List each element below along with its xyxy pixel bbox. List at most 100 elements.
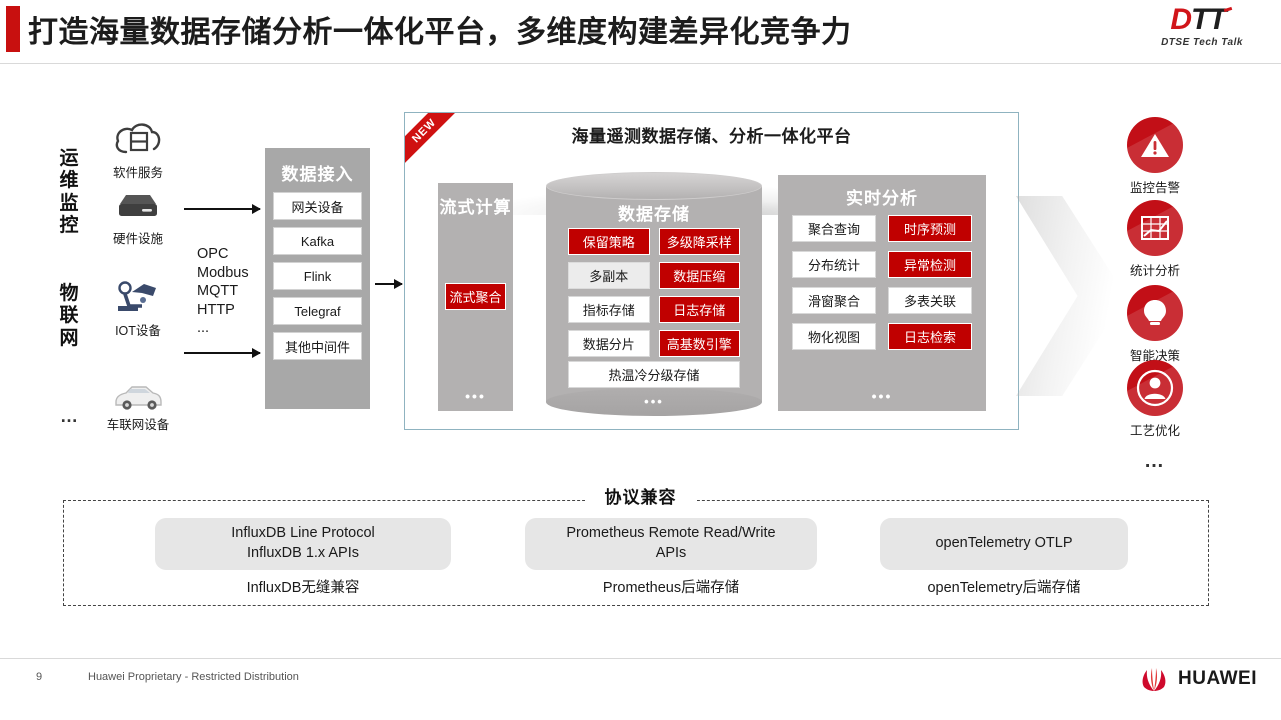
warning-triangle-icon xyxy=(1127,117,1183,173)
realtime-analysis-panel: 实时分析 聚合查询 时序预测 分布统计 异常检测 滑窗聚合 多表关联 物化视图 … xyxy=(778,175,986,411)
cloud-icon xyxy=(90,116,186,160)
compat-chip-line2: APIs xyxy=(655,545,687,561)
compat-caption: InfluxDB无缝兼容 xyxy=(246,580,360,596)
compatibility-title-mask xyxy=(585,494,697,506)
footer-disclaimer: Huawei Proprietary - Restricted Distribu… xyxy=(88,671,299,683)
source-label: IOT设备 xyxy=(115,324,161,338)
outcome-label: 监控告警 xyxy=(1129,181,1180,195)
arrow-ingest-to-platform xyxy=(375,279,403,289)
protocol-list: OPC Modbus MQTT HTTP ... xyxy=(197,245,249,338)
storage-chip-metric[interactable]: 指标存储 xyxy=(568,296,650,323)
platform-title: 海量遥测数据存储、分析一体化平台 xyxy=(571,127,852,146)
compat-chip-line1: openTelemetry OTLP xyxy=(935,535,1073,552)
compat-column-prometheus: Prometheus Remote Read/Write APIs Promet… xyxy=(525,518,817,597)
compat-caption: Prometheus后端存储 xyxy=(602,580,740,596)
storage-chip-sharding[interactable]: 数据分片 xyxy=(568,330,650,357)
compat-chip-opentelemetry[interactable]: openTelemetry OTLP xyxy=(880,518,1128,570)
dtt-logo-tt: TT xyxy=(1191,3,1227,36)
outcome-item-decision: 智能决策 xyxy=(1100,285,1210,364)
stream-more-dots: ••• xyxy=(465,388,486,404)
source-label: 硬件设施 xyxy=(112,232,163,246)
storage-chip-tiered[interactable]: 热温冷分级存储 xyxy=(568,361,740,388)
footer-divider xyxy=(0,658,1281,659)
arrow-source-to-ingest-top xyxy=(184,204,261,214)
protocol-item: MQTT xyxy=(197,283,239,300)
dtt-logo-d: D xyxy=(1170,3,1192,36)
dtt-logo-subtitle: DTSE Tech Talk xyxy=(1161,37,1243,48)
group-label-iot: 物联网 xyxy=(59,283,79,349)
ingest-item-other[interactable]: 其他中间件 xyxy=(273,332,362,360)
storage-chip-highcard[interactable]: 高基数引擎 xyxy=(658,330,740,357)
source-item-software: 软件服务 xyxy=(90,116,186,181)
dtt-logo-mark: D TT xyxy=(1147,4,1257,36)
analysis-chip-matview[interactable]: 物化视图 xyxy=(792,323,876,350)
source-item-hardware: 硬件设施 xyxy=(90,182,186,247)
source-item-vehicle: 车联网设备 xyxy=(90,368,186,433)
outcome-item-statistics: 统计分析 xyxy=(1100,200,1210,279)
analysis-chip-log-search[interactable]: 日志检索 xyxy=(888,323,972,350)
analysis-chip-distribution[interactable]: 分布统计 xyxy=(792,251,876,278)
analysis-chip-grid: 聚合查询 时序预测 分布统计 异常检测 滑窗聚合 多表关联 物化视图 日志检索 xyxy=(792,215,972,350)
analysis-chip-multi-join[interactable]: 多表关联 xyxy=(888,287,972,314)
compat-chip-influxdb[interactable]: InfluxDB Line Protocol InfluxDB 1.x APIs xyxy=(155,518,451,570)
compat-column-opentelemetry: openTelemetry OTLP openTelemetry后端存储 xyxy=(880,518,1128,597)
compatibility-title: 协议兼容 xyxy=(604,488,677,507)
left-more-dots: … xyxy=(60,406,80,426)
arrow-source-to-ingest-bottom xyxy=(184,348,261,358)
outcome-label: 统计分析 xyxy=(1129,264,1180,278)
compat-caption: openTelemetry后端存储 xyxy=(927,580,1081,596)
storage-chip-log[interactable]: 日志存储 xyxy=(658,296,740,323)
outcome-label: 工艺优化 xyxy=(1129,424,1180,438)
source-label: 软件服务 xyxy=(112,166,163,180)
protocol-item: OPC xyxy=(197,246,229,262)
stream-chip-aggregation[interactable]: 流式聚合 xyxy=(445,283,506,310)
huawei-flower-icon xyxy=(1142,668,1166,691)
huawei-logo: HUAWEI xyxy=(1137,666,1257,692)
realtime-analysis-title: 实时分析 xyxy=(846,189,918,208)
dtt-logo: D TT DTSE Tech Talk xyxy=(1147,4,1257,54)
ingest-item-gateway[interactable]: 网关设备 xyxy=(273,192,362,220)
group-label-ops: 运维监控 xyxy=(59,148,79,237)
compat-column-influxdb: InfluxDB Line Protocol InfluxDB 1.x APIs… xyxy=(155,518,451,597)
storage-more-dots: ••• xyxy=(644,394,664,409)
ingest-panel: 数据接入 网关设备 Kafka Flink Telegraf 其他中间件 xyxy=(265,148,370,409)
storage-chip-compression[interactable]: 数据压缩 xyxy=(658,262,740,289)
platform-panel: NEW 海量遥测数据存储、分析一体化平台 流式计算 流式聚合 ••• 数据存储 … xyxy=(404,112,1019,430)
ingest-item-kafka[interactable]: Kafka xyxy=(273,227,362,255)
page-number: 9 xyxy=(36,671,43,683)
outcome-label: 智能决策 xyxy=(1129,349,1180,363)
source-label: 车联网设备 xyxy=(106,418,170,432)
cylinder-bottom xyxy=(546,388,762,416)
analysis-more-dots: ••• xyxy=(871,388,893,404)
storage-chip-downsampling[interactable]: 多级降采样 xyxy=(658,228,740,255)
outcome-item-process: 工艺优化 xyxy=(1100,360,1210,439)
lightbulb-icon xyxy=(1127,285,1183,341)
analysis-chip-forecast[interactable]: 时序预测 xyxy=(888,215,972,242)
outcomes-more-dots: … xyxy=(1144,450,1166,472)
analysis-chip-anomaly[interactable]: 异常检测 xyxy=(888,251,972,278)
page-title: 打造海量数据存储分析一体化平台，多维度构建差异化竞争力 xyxy=(28,16,852,49)
person-icon xyxy=(1127,360,1183,416)
analysis-chip-agg-query[interactable]: 聚合查询 xyxy=(792,215,876,242)
huawei-wordmark: HUAWEI xyxy=(1178,668,1257,689)
bar-chart-icon xyxy=(1127,200,1183,256)
outcome-item-alerting: 监控告警 xyxy=(1100,117,1210,196)
compat-chip-line1: Prometheus Remote Read/Write xyxy=(566,525,776,542)
data-storage-title: 数据存储 xyxy=(618,205,690,224)
compat-chip-prometheus[interactable]: Prometheus Remote Read/Write APIs xyxy=(525,518,817,570)
storage-chip-retention[interactable]: 保留策略 xyxy=(568,228,650,255)
ingest-title: 数据接入 xyxy=(281,165,354,184)
protocol-item: HTTP xyxy=(197,301,235,318)
storage-chip-grid: 保留策略 多级降采样 多副本 数据压缩 指标存储 日志存储 数据分片 高基数引擎 xyxy=(568,228,740,357)
car-icon xyxy=(90,368,186,412)
analysis-chip-window-agg[interactable]: 滑窗聚合 xyxy=(792,287,876,314)
stream-compute-panel: 流式计算 流式聚合 ••• xyxy=(438,183,513,411)
ingest-item-telegraf[interactable]: Telegraf xyxy=(273,297,362,325)
source-item-iot: IOT设备 xyxy=(90,274,186,339)
compat-chip-line2: InfluxDB 1.x APIs xyxy=(246,545,360,561)
storage-chip-replica[interactable]: 多副本 xyxy=(568,262,650,289)
robot-arm-icon xyxy=(90,274,186,318)
title-divider xyxy=(0,63,1281,64)
ingest-item-flink[interactable]: Flink xyxy=(273,262,362,290)
